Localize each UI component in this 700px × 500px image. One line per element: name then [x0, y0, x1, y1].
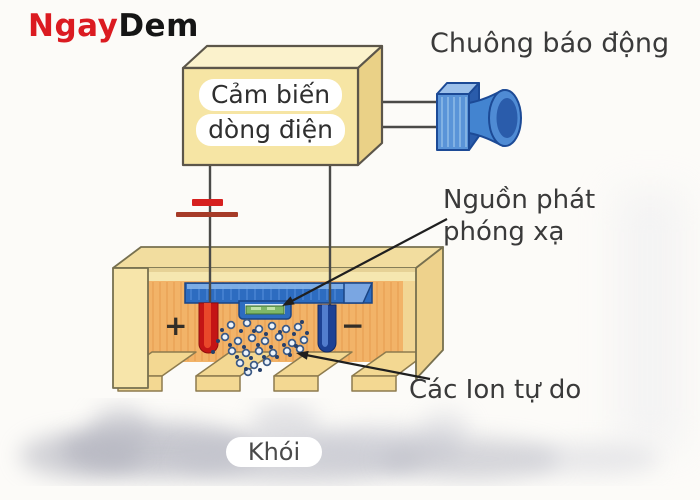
sensor-label-line1: Cảm biến — [198, 79, 343, 111]
negative-electrode — [317, 304, 337, 353]
electrode-highlight — [204, 303, 211, 349]
positive-terminal-sign: + — [164, 309, 188, 342]
ceiling-shadow — [148, 268, 416, 272]
arrow-to-source — [282, 218, 448, 306]
smoke-label-pill: Khói — [226, 437, 322, 467]
free-ions-label: Các Ion tự do — [409, 375, 582, 405]
smoke-puff — [90, 406, 150, 456]
horn-opening-inner — [496, 98, 518, 138]
sensor-label-line2: dòng điện — [196, 114, 345, 146]
smoke-puff — [380, 438, 560, 480]
source-label-line2: phóng xạ — [443, 217, 565, 247]
smoke-cloud — [0, 398, 700, 486]
smoke-puff — [520, 443, 660, 475]
alarm-bell-label: Chuông báo động — [430, 28, 670, 59]
source-glint — [267, 307, 275, 310]
arrow-to-ions — [296, 350, 431, 381]
chamber-right-inner-wall — [403, 281, 416, 362]
arrowhead — [282, 296, 295, 306]
positive-electrode — [198, 302, 219, 354]
logo-text-dark: Dem — [118, 8, 199, 44]
source-strip — [245, 305, 285, 315]
chamber-right-face — [415, 246, 444, 380]
smoke-puff — [420, 410, 470, 450]
bar-highlight — [187, 284, 370, 289]
chamber-left-wall — [112, 267, 149, 389]
electrode-support-bar — [184, 282, 374, 304]
arrowhead — [296, 350, 309, 360]
smoke-label-text: Khói — [247, 438, 301, 466]
radioactive-source-label: Nguồn phát phóng xạ — [443, 184, 595, 248]
logo-text-red: Ngay — [28, 8, 119, 44]
paper-texture-tint — [615, 190, 685, 450]
electrode-highlight — [322, 305, 328, 347]
battery-plate-short — [192, 199, 223, 206]
sensor-top-face — [181, 44, 384, 70]
sensor-side-face — [356, 44, 384, 167]
battery-symbol — [176, 199, 238, 217]
radioactive-source — [238, 300, 292, 320]
speaker-stripe-texture — [441, 97, 467, 147]
bar-end-cap — [343, 282, 374, 304]
source-glint — [251, 307, 261, 310]
negative-terminal-sign: − — [341, 309, 365, 342]
current-sensor-label: Cảm biến dòng điện — [183, 79, 358, 146]
ion-dots — [211, 318, 309, 377]
chamber-top-face — [112, 246, 444, 269]
alarm-speaker-icon — [436, 82, 522, 151]
battery-plate-long — [176, 212, 238, 217]
site-logo: NgayDem — [28, 8, 199, 44]
source-label-line1: Nguồn phát — [443, 185, 596, 215]
bar-stripe-texture — [190, 286, 336, 300]
